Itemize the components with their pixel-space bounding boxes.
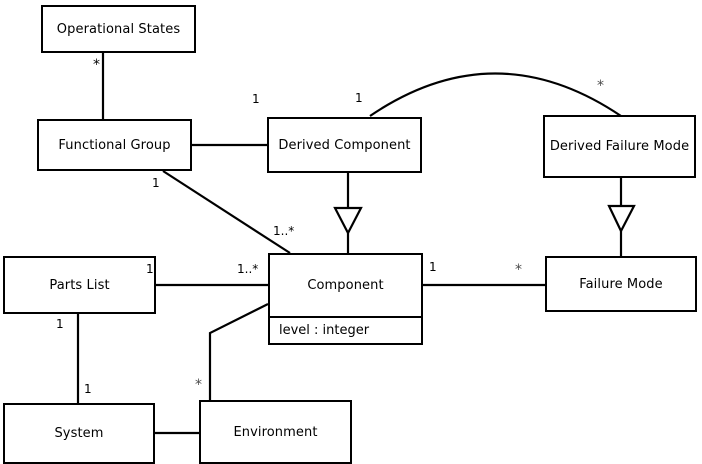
class-name-functional-group: Functional Group — [58, 137, 171, 153]
class-name-system: System — [54, 426, 104, 441]
generalization-triangle-derived-component — [333, 206, 363, 236]
class-box-component[interactable]: Component level : integer — [268, 253, 423, 345]
class-box-operational-states[interactable]: Operational States — [41, 5, 196, 53]
multiplicity-parts-list-system-top: 1 — [56, 317, 64, 331]
class-box-failure-mode[interactable]: Failure Mode — [545, 256, 697, 312]
class-name-operational-states: Operational States — [56, 21, 181, 37]
class-name-derived-failure-mode: Derived Failure Mode — [549, 139, 690, 154]
multiplicity-operational-states-functional-group: * — [93, 57, 100, 73]
class-box-derived-component[interactable]: Derived Component — [267, 117, 422, 173]
class-box-derived-failure-mode[interactable]: Derived Failure Mode — [543, 115, 696, 178]
multiplicity-derived-failure-mode-arc-target: * — [597, 78, 604, 94]
multiplicity-functional-group-derived-component: 1 — [252, 92, 260, 106]
generalization-triangle-derived-failure-mode — [607, 204, 636, 234]
multiplicity-environment-component: * — [195, 377, 202, 393]
class-name-failure-mode: Failure Mode — [579, 276, 663, 292]
multiplicity-functional-group-component-source: 1 — [152, 176, 160, 190]
multiplicity-parts-list-system-bottom: 1 — [84, 382, 92, 396]
class-box-parts-list[interactable]: Parts List — [3, 256, 156, 314]
class-name-environment: Environment — [233, 424, 318, 440]
multiplicity-component-failure-mode-source: 1 — [429, 260, 437, 274]
class-box-environment[interactable]: Environment — [199, 400, 352, 464]
multiplicity-parts-list-component-source: 1 — [146, 262, 154, 276]
multiplicity-component-failure-mode-target: * — [515, 262, 522, 278]
edge-derived-component-derived-failure-mode — [369, 72, 622, 117]
edge-functional-group-component — [162, 170, 291, 254]
class-attribute-component-level: level : integer — [270, 316, 421, 343]
class-box-functional-group[interactable]: Functional Group — [37, 119, 192, 171]
multiplicity-functional-group-component-target: 1..* — [273, 224, 295, 238]
class-name-parts-list: Parts List — [49, 277, 110, 293]
class-box-system[interactable]: System — [3, 403, 155, 464]
class-name-derived-component: Derived Component — [278, 137, 411, 153]
multiplicity-derived-component-arc-source: 1 — [355, 91, 363, 105]
multiplicity-parts-list-component-target: 1..* — [237, 262, 259, 276]
edge-environment-component — [208, 303, 269, 400]
class-name-component: Component — [307, 278, 384, 293]
